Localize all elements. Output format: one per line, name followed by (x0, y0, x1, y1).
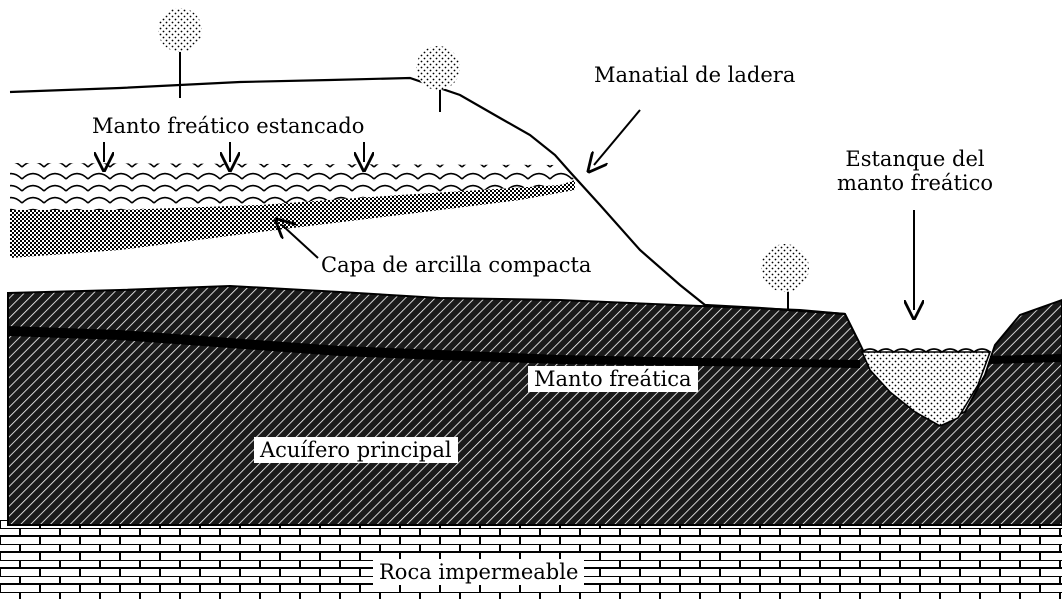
pond-water-surface (861, 348, 991, 353)
clay-layer-label: Capa de arcilla compacta (321, 253, 592, 277)
water-table-band-right (990, 354, 1062, 364)
spring-arrow (594, 109, 641, 165)
water-table-label: Manto freática (528, 366, 698, 393)
spring-label: Manatial de ladera (594, 63, 796, 87)
pond (860, 351, 992, 427)
tree-icon (761, 244, 809, 310)
impermeable-rock-label: Roca impermeable (373, 559, 585, 586)
tree-icon (158, 8, 202, 98)
pond-label-line-1: Estanque del (845, 147, 985, 171)
pond-label: Estanque del manto freático (820, 147, 1010, 195)
clay-arrow (282, 225, 319, 259)
pond-label-line-2: manto freático (836, 171, 994, 196)
ground-surface-line (9, 76, 846, 316)
main-aquifer-label: Acuífero principal (254, 437, 458, 464)
main-aquifer-layer (7, 284, 1062, 526)
water-table-band (8, 326, 860, 368)
perched-water-zone (10, 163, 575, 210)
perched-water-table-label: Manto freático estancado (92, 114, 365, 138)
tree-icon (416, 46, 460, 112)
